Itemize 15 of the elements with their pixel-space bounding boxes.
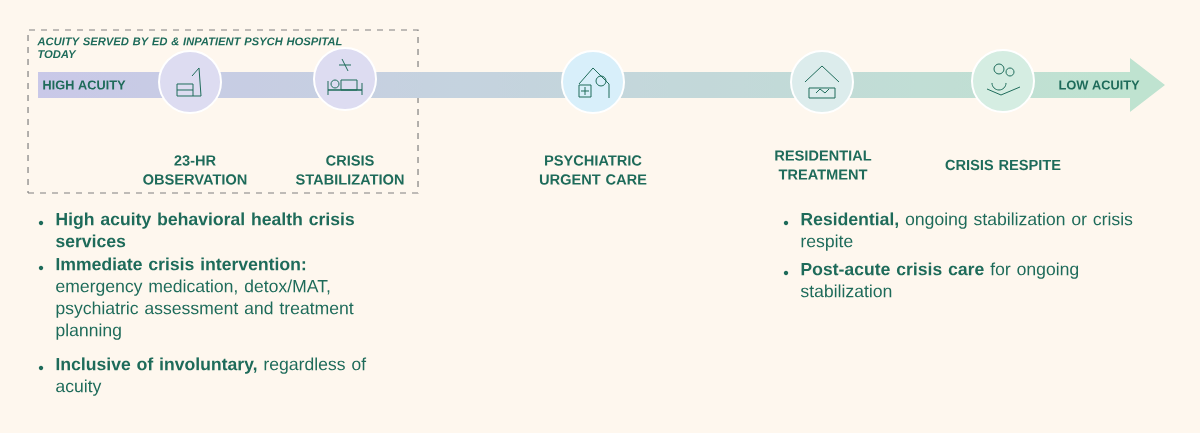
stage-label: PSYCHIATRIC URGENT CARE: [539, 155, 647, 185]
bullet-text: Inclusive of involuntary, regardless of acuity: [56, 357, 367, 396]
stage-label: CRISIS RESPITE: [945, 159, 1061, 171]
bullet-text: Post-acute crisis care for ongoing stabilization: [800, 262, 1079, 298]
bullet-text: High acuity behavioral health crisis services: [56, 212, 354, 248]
stage-label: RESIDENTIAL TREATMENT: [775, 150, 872, 180]
icon-circle: [790, 50, 854, 114]
icon-circle: [561, 50, 625, 114]
bullet-text: Immediate crisis intervention: emergency medication, detox/MAT, psychiatric assessment and treatment planning: [56, 257, 354, 340]
stage-label: 23-HR OBSERVATION: [143, 155, 247, 185]
icon-circle: [971, 49, 1035, 113]
icon-circle: [158, 50, 222, 114]
bullet-text: Residential, ongoing stabilization or crisis respite: [801, 212, 1133, 251]
icon-circle: [313, 47, 377, 111]
stage-label: CRISIS STABILIZATION: [295, 155, 404, 185]
